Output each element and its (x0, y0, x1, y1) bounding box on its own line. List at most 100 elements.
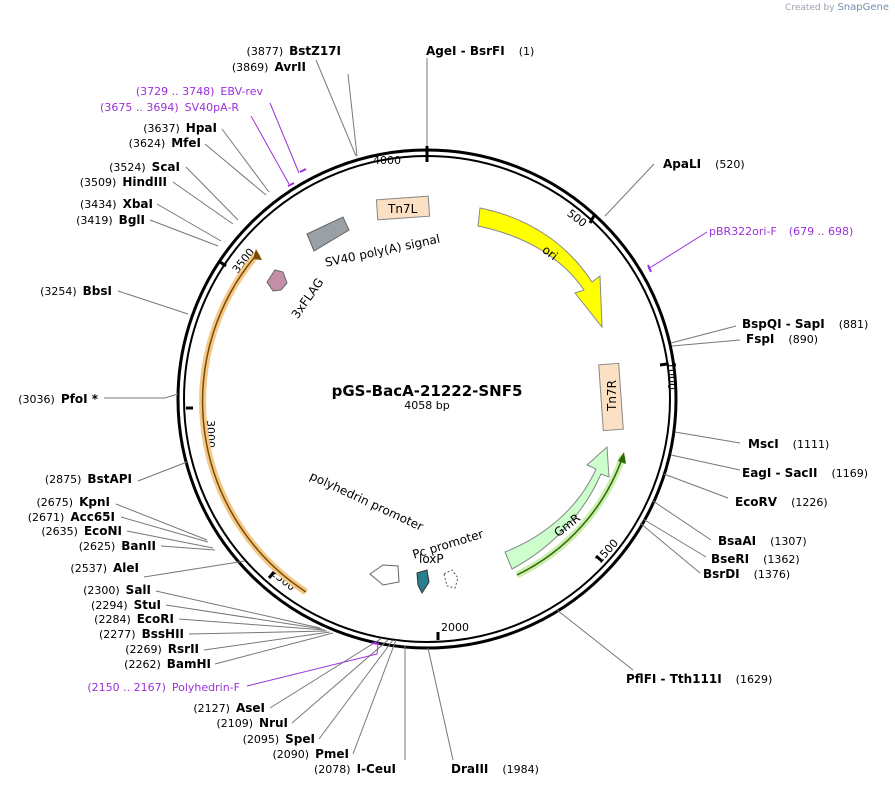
sv40-polya-label: SV40 poly(A) signal (324, 232, 442, 270)
site-acc65i: (2671)Acc65I (28, 510, 115, 524)
site-bamhi: (2262)BamHI (124, 657, 211, 671)
site-bgli: (3419)BglI (76, 213, 145, 227)
site-hpai: (3637)HpaI (143, 121, 217, 135)
loxp-label: loxP (419, 552, 444, 566)
primer-mark-polyhedrin-f (371, 642, 380, 645)
tick-mark-1500 (595, 554, 603, 563)
leader-stui (165, 604, 323, 630)
site-fspi: FspI(890) (746, 332, 818, 346)
leader-mfei (204, 143, 267, 196)
pc-promoter-feature (443, 569, 459, 589)
leader-pmei (352, 639, 397, 755)
site-pfoi: (3036)PfoI * (18, 392, 98, 406)
site-nrui: (2109)NruI (216, 716, 288, 730)
primer-leader-pbr322ori-f (647, 231, 708, 270)
primer-pbr322ori-f: pBR322ori-F(679 .. 698) (709, 225, 853, 238)
leader-ecorv (663, 473, 729, 499)
plasmid-length: 4058 bp (404, 399, 449, 412)
leader-eagi (670, 454, 741, 471)
site-draiii: DraIII(1984) (451, 762, 539, 776)
site-pflfi-tth111i: PflFI - Tth111I(1629) (626, 672, 772, 686)
leader-bstapi (137, 461, 188, 482)
gmr-orf-arc-line (516, 455, 624, 576)
site-econi: (2635)EcoNI (41, 524, 122, 538)
leader-bsaai (652, 500, 712, 541)
leader-msci (674, 431, 741, 444)
primer-leader-sv40pa-r (250, 115, 290, 185)
leader-econi (126, 530, 214, 549)
site-eagi-sacii: EagI - SacII(1169) (742, 466, 868, 480)
ori-feature (477, 207, 603, 329)
leader-hpai (221, 128, 270, 193)
tick-label-1000: 1000 (665, 362, 678, 390)
site-ecorv: EcoRV(1226) (735, 495, 828, 509)
primer-mark-ebv-rev (299, 168, 307, 173)
sv40-polya-feature (306, 216, 350, 252)
leader-scai (185, 166, 239, 221)
tn7r-feature (598, 362, 624, 432)
large-orf-arrowhead (253, 249, 262, 260)
leader-bsshii (188, 630, 328, 635)
leader-bbsi (117, 290, 189, 315)
site-sali: (2300)SalI (83, 583, 151, 597)
leader-spei (318, 639, 394, 740)
leader-banii (160, 545, 216, 551)
credit-prefix: Created by (785, 3, 835, 13)
gmr-orf-arrowhead (618, 452, 626, 464)
primer-labels: (3729 .. 3748)EBV-rev (3675 .. 3694)SV40… (87, 85, 853, 694)
site-bstz17i: (3877)BstZ17I (247, 44, 341, 58)
leader-avrii (347, 73, 358, 157)
leader-bsrdi (639, 522, 701, 574)
primer-leader-ebv-rev (269, 102, 300, 174)
site-hindiii: (3509)HindIII (80, 175, 167, 189)
leader-hindiii (172, 181, 234, 225)
plasmid-name: pGS-BacA-21222-SNF5 (332, 382, 523, 400)
site-mfei: (3624)MfeI (129, 136, 201, 150)
primer-ebv-rev: (3729 .. 3748)EBV-rev (136, 85, 264, 98)
site-agei-bsrfi: AgeI - BsrFI(1) (426, 44, 534, 58)
site-bsshii: (2277)BssHII (99, 627, 184, 641)
primer-polyhedrin-f: (2150 .. 2167)Polyhedrin-F (87, 681, 240, 694)
primer-sv40pa-r: (3675 .. 3694)SV40pA-R (100, 101, 239, 114)
leader-ecori (178, 618, 326, 631)
site-iceui: (2078)I-CeuI (314, 762, 396, 776)
site-ecori: (2284)EcoRI (94, 612, 174, 626)
site-apali: ApaLI(520) (663, 157, 745, 171)
large-orf-arc (199, 250, 308, 595)
snapgene-credit: Created by SnapGene (785, 2, 889, 13)
gmr-feature (504, 445, 610, 570)
primer-markers (246, 102, 708, 687)
credit-brand: SnapGene (837, 2, 889, 13)
site-avrii: (3869)AvrII (232, 60, 306, 74)
leader-xbai (156, 203, 222, 242)
tn7r-label: Tn7R (605, 380, 619, 412)
leader-fspi (671, 339, 741, 347)
polyhedrin-promoter-label: polyhedrin promoter (308, 469, 426, 534)
tick-mark-500 (588, 213, 597, 224)
tick-label-4000: 4000 (373, 154, 401, 167)
large-orf-arc-line (201, 252, 307, 593)
primer-leader-polyhedrin-f (246, 643, 379, 687)
tn7l-feature (375, 195, 431, 221)
site-kpni: (2675)KpnI (37, 495, 110, 509)
3xflag-feature (266, 269, 288, 292)
site-scai: (3524)ScaI (109, 160, 180, 174)
leader-alei (143, 560, 246, 578)
site-bseri: BseRI(1362) (711, 552, 800, 566)
site-bspqi-sapi: BspQI - SapI(881) (742, 317, 868, 331)
pc-promoter-label: Pc promoter (411, 527, 485, 562)
leader-nrui (291, 639, 389, 724)
site-bstapi: (2875)BstAPI (45, 472, 132, 486)
leader-kpni (115, 503, 208, 541)
leader-acc65i (120, 516, 209, 543)
site-bbsi: (3254)BbsI (40, 284, 112, 298)
site-pmei: (2090)PmeI (273, 747, 349, 761)
site-bsrdi: BsrDI(1376) (703, 567, 790, 581)
site-bsaai: BsaAI(1307) (718, 534, 807, 548)
site-leaders (104, 58, 741, 761)
leader-pfoi (104, 393, 179, 399)
tick-mark-2500 (267, 571, 276, 579)
tick-label-2000: 2000 (441, 621, 469, 634)
leader-bseri (642, 518, 707, 558)
